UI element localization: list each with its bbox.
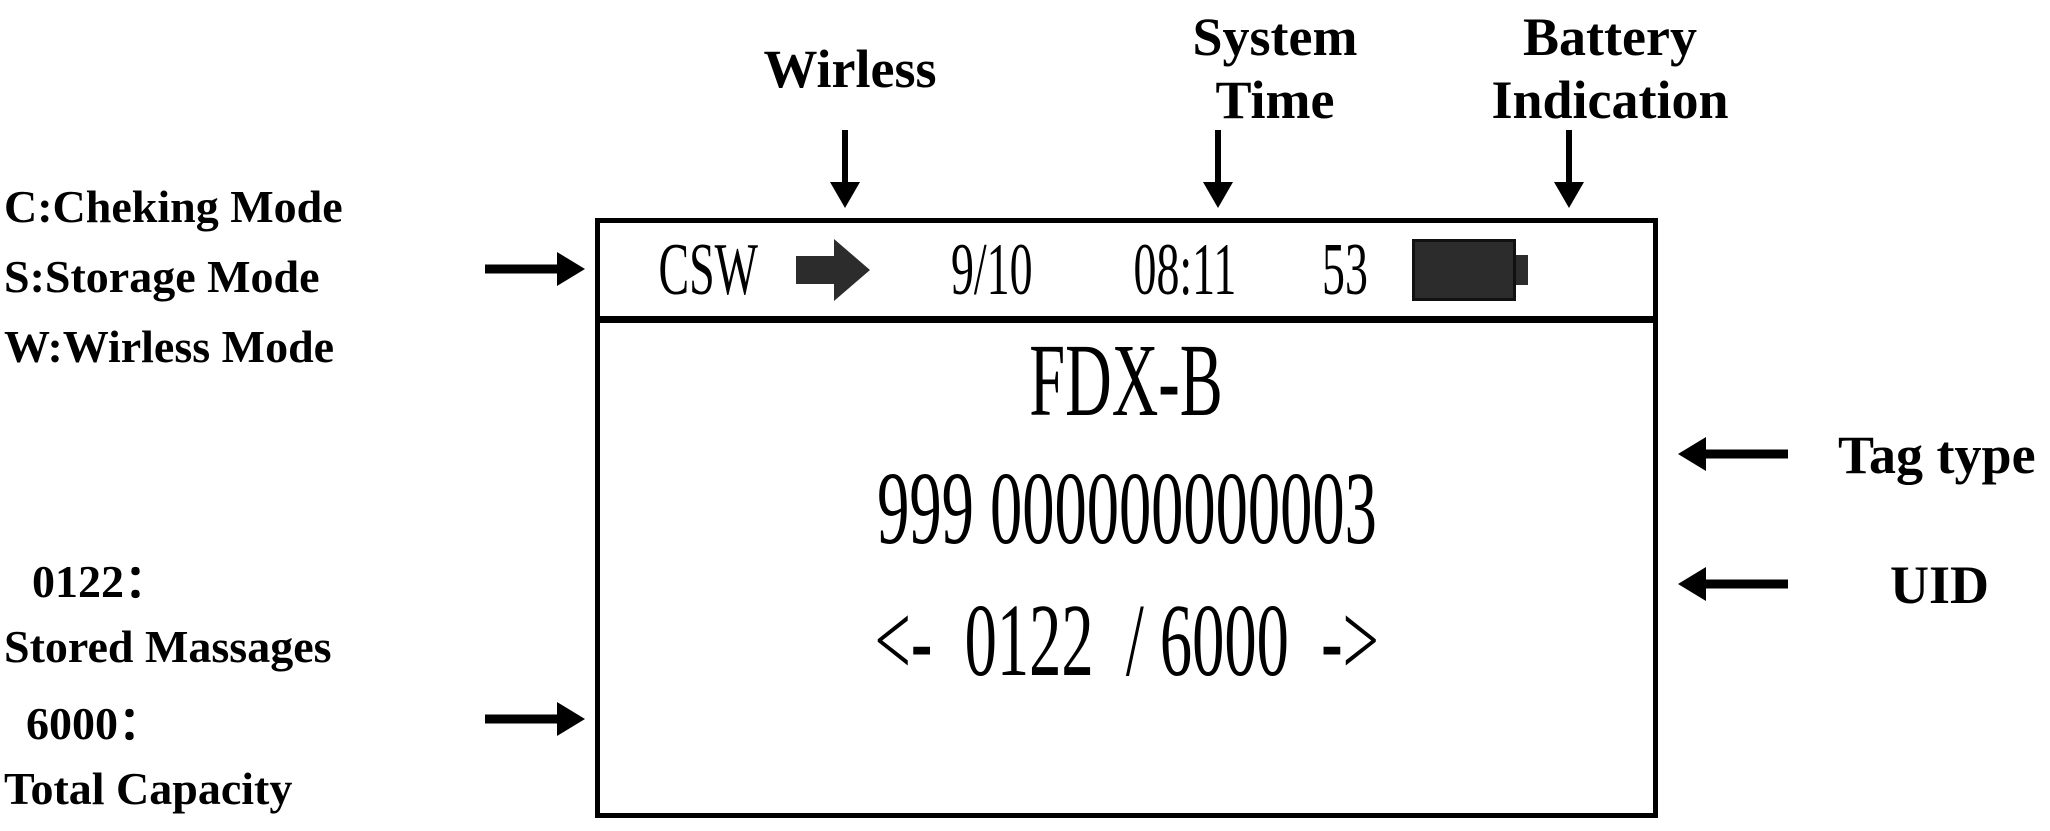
lcd-uid-value: 999 000000000003 — [876, 451, 1377, 566]
annotation-uid-label: UID — [1890, 555, 1990, 615]
status-mode-indicator: CSW — [658, 228, 758, 311]
annotation-stored-messages-value: 0122： — [32, 556, 170, 607]
battery-full-icon — [1411, 238, 1528, 301]
down-arrow-icon-wireless — [830, 130, 860, 208]
lcd-content-area: FDX-B 999 000000000003 <- 0122 / 6000 -> — [600, 323, 1653, 813]
annotation-system-time-label: System Time — [1192, 7, 1358, 131]
right-arrow-icon-mode-legend — [485, 252, 585, 286]
lcd-tag-type-row: FDX-B — [600, 329, 1653, 433]
status-time: 08:11 — [1133, 228, 1237, 311]
left-arrow-icon-tag-type — [1678, 437, 1788, 471]
status-seconds: 53 — [1321, 228, 1368, 311]
lcd-tag-type-value: FDX-B — [1029, 323, 1224, 438]
lcd-record-navigation-row: <- 0122 / 6000 -> — [600, 589, 1653, 693]
annotation-total-capacity-label: Total Capacity — [4, 763, 293, 814]
status-date: 9/10 — [951, 228, 1033, 311]
annotation-mode-legend-line-1: C:Cheking Mode — [4, 181, 343, 232]
lcd-status-bar: CSW 9/10 08:11 53 — [600, 223, 1653, 323]
left-arrow-icon-uid — [1678, 567, 1788, 601]
annotation-total-capacity-value: 6000： — [26, 698, 164, 749]
annotation-battery-indication-label: Battery Indication — [1491, 7, 1729, 131]
annotation-tag-type-label: Tag type — [1838, 425, 2036, 485]
down-arrow-icon-system-time — [1203, 130, 1233, 208]
lcd-screen: CSW 9/10 08:11 53 FDX-B — [595, 218, 1658, 818]
right-block-arrow-icon — [796, 238, 871, 301]
annotation-mode-legend-line-3: W:Wirless Mode — [4, 321, 335, 372]
annotation-stored-messages-label: Stored Massages — [4, 621, 332, 672]
lcd-uid-row: 999 000000000003 — [600, 457, 1653, 561]
lcd-record-navigation-value[interactable]: <- 0122 / 6000 -> — [874, 583, 1379, 698]
down-arrow-icon-battery — [1554, 130, 1584, 208]
annotation-mode-legend-line-2: S:Storage Mode — [4, 251, 320, 302]
annotation-wireless-label: Wirless — [763, 39, 937, 99]
right-arrow-icon-total-capacity — [485, 702, 585, 736]
